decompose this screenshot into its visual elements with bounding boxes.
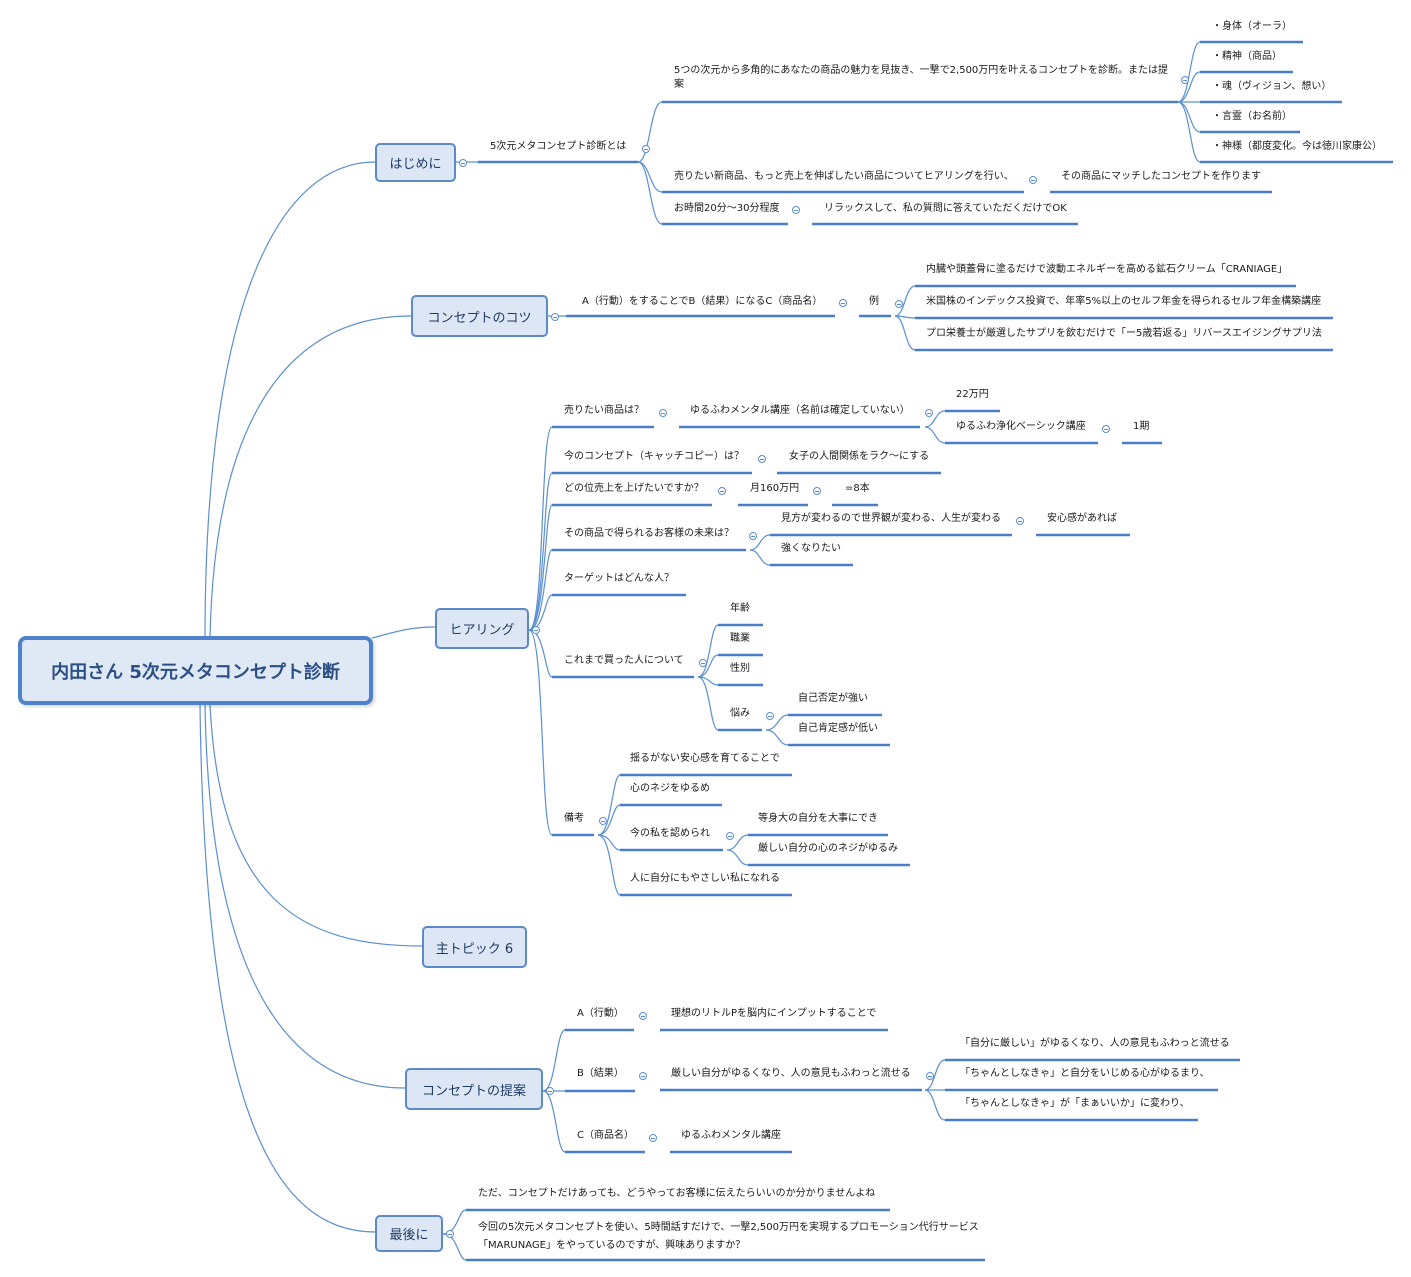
intro-dim-4[interactable]: ・言霊（お名前）	[1212, 111, 1292, 122]
hearing-note-3a[interactable]: 等身大の自分を大事にでき	[758, 813, 878, 824]
topic-concept-tips[interactable]: コンセプトのコツ	[411, 295, 548, 337]
hearing-q2[interactable]: 今のコンセプト（キャッチコピー）は？	[564, 451, 744, 462]
proposal-b-3[interactable]: 「ちゃんとしなきゃ」が「まぁいいか」に変わり、	[960, 1098, 1190, 1109]
collapse-toggle-icon[interactable]	[1102, 425, 1110, 433]
topic-6[interactable]: 主トピック 6	[422, 926, 527, 968]
hearing-note-3b[interactable]: 厳しい自分の心のネジがゆるみ	[758, 843, 898, 854]
collapse-toggle-icon[interactable]	[925, 409, 933, 417]
hearing-q4-answer-a[interactable]: 見方が変わるので世界観が変わる、人生が変わる	[781, 513, 1001, 524]
collapse-toggle-icon[interactable]	[599, 817, 607, 825]
collapse-toggle-icon[interactable]	[1029, 176, 1037, 184]
hearing-q6-job[interactable]: 職業	[730, 633, 750, 644]
collapse-toggle-icon[interactable]	[758, 455, 766, 463]
tips-example-1[interactable]: 内臓や頭蓋骨に塗るだけで波動エネルギーを高める鉱石クリーム「CRANIAGE」	[926, 264, 1288, 275]
hearing-q1-answer[interactable]: ゆるふわメンタル講座（名前は確定していない）	[690, 405, 910, 416]
hearing-q1-term[interactable]: 1期	[1133, 421, 1150, 432]
intro-dim-5[interactable]: ・神様（都度変化。今は徳川家康公）	[1212, 141, 1382, 152]
collapse-toggle-icon[interactable]	[1181, 76, 1189, 84]
collapse-toggle-icon[interactable]	[718, 487, 726, 495]
collapse-toggle-icon[interactable]	[749, 532, 757, 540]
proposal-c-value[interactable]: ゆるふわメンタル講座	[681, 1130, 781, 1141]
collapse-toggle-icon[interactable]	[446, 1230, 454, 1238]
hearing-note-3[interactable]: 今の私を認められ	[630, 828, 710, 839]
tips-example-2[interactable]: 米国株のインデックス投資で、年率5%以上のセルフ年金を得られるセルフ年金構築講座	[926, 296, 1322, 307]
collapse-toggle-icon[interactable]	[551, 313, 559, 321]
hearing-q4-answer-a2[interactable]: 安心感があれば	[1047, 513, 1117, 524]
hearing-note-4[interactable]: 人に自分にもやさしい私になれる	[630, 873, 780, 884]
hearing-q2-answer[interactable]: 女子の人間関係をラク〜にする	[789, 451, 930, 462]
topic-last[interactable]: 最後に	[375, 1215, 443, 1252]
collapse-toggle-icon[interactable]	[639, 1012, 647, 1020]
tips-example-3[interactable]: プロ栄養士が厳選したサプリを飲むだけで「ー5歳若返る」リバースエイジングサプリ法	[926, 328, 1322, 339]
tips-formula[interactable]: A（行動）をすることでB（結果）になるC（商品名）	[582, 296, 823, 307]
intro-hearing[interactable]: 売りたい新商品、もっと売上を伸ばしたい商品についてヒアリングを行い、	[674, 171, 1014, 182]
collapse-toggle-icon[interactable]	[649, 1134, 657, 1142]
proposal-a-value[interactable]: 理想のリトルPを脳内にインプットすることで	[671, 1008, 877, 1019]
hearing-q6-sex[interactable]: 性別	[730, 663, 750, 674]
proposal-c[interactable]: C（商品名）	[577, 1130, 634, 1141]
topic-concept-proposal[interactable]: コンセプトの提案	[405, 1068, 543, 1110]
hearing-q3-count[interactable]: =8本	[845, 483, 870, 494]
intro-dim-3[interactable]: ・魂（ヴィジョン、想い）	[1212, 81, 1332, 92]
hearing-q6-worry[interactable]: 悩み	[730, 708, 750, 719]
intro-time[interactable]: お時間20分〜30分程度	[674, 203, 780, 214]
hearing-q3[interactable]: どの位売上を上げたいですか？	[564, 483, 704, 494]
hearing-note[interactable]: 備考	[564, 813, 584, 824]
hearing-q6-age[interactable]: 年齢	[730, 603, 750, 614]
collapse-toggle-icon[interactable]	[659, 409, 667, 417]
hearing-q6-worry-2[interactable]: 自己肯定感が低い	[798, 723, 878, 734]
hearing-note-2[interactable]: 心のネジをゆるめ	[630, 783, 710, 794]
topic-intro[interactable]: はじめに	[375, 143, 456, 182]
hearing-q4-answer-b[interactable]: 強くなりたい	[781, 543, 841, 554]
intro-dim-2[interactable]: ・精神（商品）	[1212, 51, 1282, 62]
last-line-2[interactable]: 今回の5次元メタコンセプトを使い、5時間話すだけで、一撃2,500万円を実現する…	[478, 1222, 979, 1251]
proposal-b[interactable]: B（結果）	[577, 1068, 624, 1079]
collapse-toggle-icon[interactable]	[895, 300, 903, 308]
intro-hearing-result[interactable]: その商品にマッチしたコンセプトを作ります	[1061, 171, 1261, 182]
proposal-b-value[interactable]: 厳しい自分がゆるくなり、人の意見もふわっと流せる	[671, 1068, 911, 1079]
collapse-toggle-icon[interactable]	[1016, 517, 1024, 525]
proposal-b-2[interactable]: 「ちゃんとしなきゃ」と自分をいじめる心がゆるまり、	[960, 1068, 1210, 1079]
collapse-toggle-icon[interactable]	[813, 487, 821, 495]
hearing-note-1[interactable]: 揺るがない安心感を育てることで	[630, 753, 780, 764]
intro-desc[interactable]: 5つの次元から多角的にあなたの商品の魅力を見抜き、一撃で2,500万円を叶えるコ…	[674, 65, 1168, 90]
topic-hearing[interactable]: ヒアリング	[435, 608, 529, 649]
collapse-toggle-icon[interactable]	[642, 145, 650, 153]
hearing-q6[interactable]: これまで買った人について	[564, 655, 684, 666]
collapse-toggle-icon[interactable]	[546, 1087, 554, 1095]
collapse-toggle-icon[interactable]	[926, 1072, 934, 1080]
intro-time-note[interactable]: リラックスして、私の質問に答えていただくだけでOK	[824, 203, 1067, 214]
tips-example[interactable]: 例	[869, 296, 879, 307]
intro-dim-1[interactable]: ・身体（オーラ）	[1212, 21, 1292, 32]
collapse-toggle-icon[interactable]	[839, 299, 847, 307]
hearing-q4[interactable]: その商品で得られるお客様の未来は？	[564, 528, 734, 539]
hearing-q5[interactable]: ターゲットはどんな人？	[564, 573, 674, 584]
collapse-toggle-icon[interactable]	[532, 626, 540, 634]
collapse-toggle-icon[interactable]	[726, 832, 734, 840]
hearing-q1-basic[interactable]: ゆるふわ浄化ベーシック講座	[956, 421, 1086, 432]
hearing-q1[interactable]: 売りたい商品は？	[564, 405, 644, 416]
collapse-toggle-icon[interactable]	[639, 1072, 647, 1080]
hearing-q1-price[interactable]: 22万円	[956, 389, 989, 400]
collapse-toggle-icon[interactable]	[766, 712, 774, 720]
root-topic[interactable]: 内田さん 5次元メタコンセプト診断	[18, 636, 373, 705]
hearing-q3-answer[interactable]: 月160万円	[750, 483, 800, 494]
last-line-1[interactable]: ただ、コンセプトだけあっても、どうやってお客様に伝えたらいいのか分かりませんよね	[478, 1188, 876, 1199]
collapse-toggle-icon[interactable]	[459, 159, 467, 167]
collapse-toggle-icon[interactable]	[699, 659, 707, 667]
collapse-toggle-icon[interactable]	[792, 206, 800, 214]
intro-item[interactable]: 5次元メタコンセプト診断とは	[490, 141, 627, 152]
proposal-a[interactable]: A（行動）	[577, 1008, 624, 1019]
hearing-q6-worry-1[interactable]: 自己否定が強い	[798, 693, 868, 704]
proposal-b-1[interactable]: 「自分に厳しい」がゆるくなり、人の意見もふわっと流せる	[960, 1038, 1230, 1049]
